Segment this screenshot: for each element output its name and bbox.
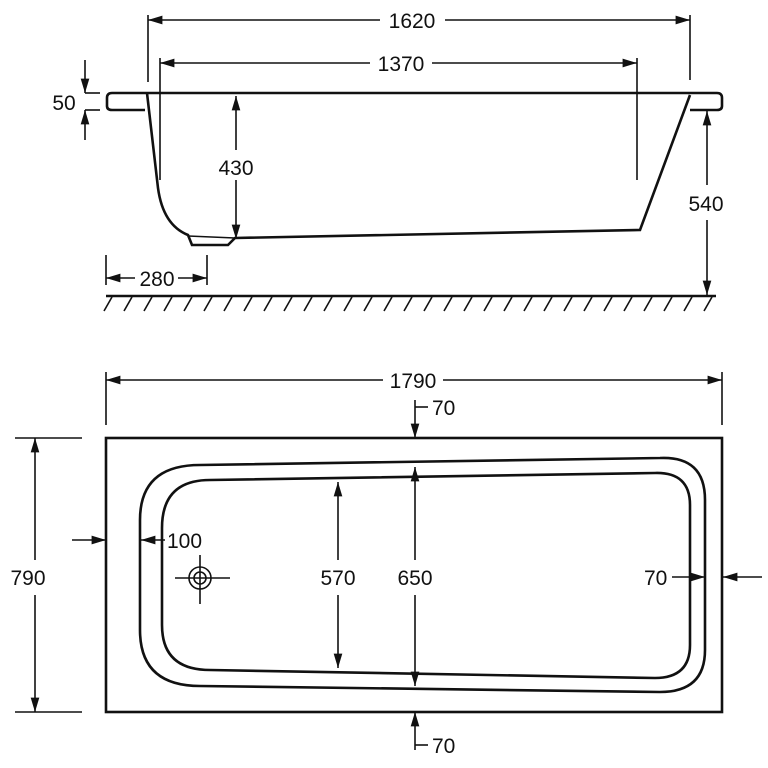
dim-280: 280 bbox=[139, 268, 174, 291]
hatch-line bbox=[103, 296, 113, 312]
dim-650: 650 bbox=[397, 567, 432, 590]
hatch-line bbox=[403, 296, 413, 312]
hatch-line bbox=[243, 296, 253, 312]
hatch-line bbox=[643, 296, 653, 312]
outer-bowl bbox=[138, 456, 707, 694]
hatch-line bbox=[483, 296, 493, 312]
hatch-line bbox=[563, 296, 573, 312]
hatch-line bbox=[623, 296, 633, 312]
hatch-line bbox=[323, 296, 333, 312]
hatch-line bbox=[223, 296, 233, 312]
hatch-line bbox=[423, 296, 433, 312]
floor-hatch bbox=[103, 296, 713, 312]
hatch-line bbox=[143, 296, 153, 312]
dim-1370: 1370 bbox=[378, 53, 425, 76]
hatch-line bbox=[523, 296, 533, 312]
hatch-line bbox=[543, 296, 553, 312]
hatch-line bbox=[463, 296, 473, 312]
hatch-line bbox=[583, 296, 593, 312]
dim-70-right: 70 bbox=[644, 567, 667, 590]
plan-view: 1790 790 570 650 70 70 100 70 bbox=[10, 370, 762, 758]
side-view: 1620 1370 50 430 540 280 bbox=[52, 10, 724, 312]
inner-bowl bbox=[160, 471, 692, 680]
dim-570: 570 bbox=[320, 567, 355, 590]
hatch-line bbox=[283, 296, 293, 312]
dim-70-bottom: 70 bbox=[432, 735, 455, 758]
hatch-line bbox=[123, 296, 133, 312]
hatch-line bbox=[683, 296, 693, 312]
dim-1620: 1620 bbox=[389, 10, 436, 33]
hatch-line bbox=[303, 296, 313, 312]
dim-70-top: 70 bbox=[432, 397, 455, 420]
hatch-line bbox=[383, 296, 393, 312]
hatch-line bbox=[503, 296, 513, 312]
dim-540: 540 bbox=[688, 193, 723, 216]
rim-left bbox=[105, 91, 145, 112]
hatch-line bbox=[163, 296, 173, 312]
dim-790: 790 bbox=[10, 567, 45, 590]
hatch-line bbox=[663, 296, 673, 312]
hatch-line bbox=[603, 296, 613, 312]
hatch-line bbox=[363, 296, 373, 312]
dim-1790: 1790 bbox=[390, 370, 437, 393]
hatch-line bbox=[183, 296, 193, 312]
hatch-line bbox=[263, 296, 273, 312]
hatch-line bbox=[343, 296, 353, 312]
dim-430: 430 bbox=[218, 157, 253, 180]
rim-right bbox=[690, 91, 724, 112]
hatch-line bbox=[443, 296, 453, 312]
drain-icon bbox=[175, 555, 230, 604]
tub-body bbox=[145, 92, 692, 247]
dim-50: 50 bbox=[52, 92, 75, 115]
dim-100: 100 bbox=[167, 530, 202, 553]
hatch-line bbox=[703, 296, 713, 312]
hatch-line bbox=[203, 296, 213, 312]
